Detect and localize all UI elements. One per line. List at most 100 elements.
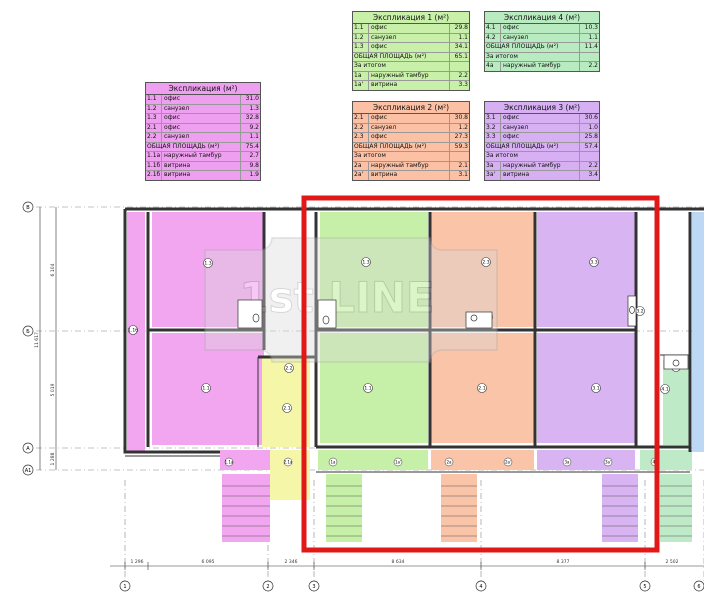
table-cell: 2а (353, 161, 369, 170)
table-cell: 1.1 (240, 133, 260, 142)
svg-text:1.1б: 1.1б (128, 328, 138, 334)
row-axis-markers: В Б А А1 (22, 201, 34, 476)
svg-text:2а: 2а (447, 459, 453, 464)
table-row: За итогом (485, 52, 599, 62)
table-cell: 9.8 (240, 161, 260, 170)
table-cell: 3.1 (485, 114, 501, 123)
dim-left-3: 11 617 (34, 332, 40, 348)
table-row: ОБЩАЯ ПЛОЩАДЬ (м²) 11.4 (485, 43, 599, 53)
svg-text:А: А (26, 446, 30, 452)
room-5-blue (692, 212, 704, 452)
table-cell: 2.2 (579, 161, 599, 170)
table-cell: 1.1 (449, 33, 469, 42)
svg-text:2: 2 (266, 584, 269, 590)
table-row: За итогом (485, 152, 599, 162)
table-cell: 11.4 (579, 43, 599, 52)
watermark-text: 1st LINE (239, 273, 434, 322)
table-cell: 1.1 (146, 95, 162, 104)
walls (123, 207, 704, 454)
table-cell: 57.4 (579, 142, 599, 151)
table-cell: 1.1б (147, 161, 162, 170)
dim-bottom-5: 2 502 (666, 559, 679, 565)
table-cell: санузел (164, 133, 190, 140)
table-cell: витрина (371, 81, 398, 88)
table-cell: 2.2 (353, 123, 369, 132)
svg-text:1.1: 1.1 (364, 386, 371, 392)
room-3-3-purple (537, 212, 635, 327)
table-cell: 2.2 (146, 133, 162, 142)
table-cell: ОБЩАЯ ПЛОЩАДЬ (м²) (486, 142, 559, 150)
table-cell: санузел (371, 33, 397, 41)
table-cell: 4а (485, 62, 501, 71)
table-cell: 2.3 (353, 133, 369, 142)
table-cell: витрина (503, 171, 530, 178)
svg-text:2.1а: 2.1а (284, 459, 293, 464)
dim-bottom-4: 8 377 (557, 559, 570, 565)
table-cell (579, 52, 599, 61)
room-1-1-green (320, 333, 428, 443)
table-cell: 3.4 (579, 171, 599, 180)
table-cell: офис (503, 133, 519, 140)
table-cell: 1.3 (146, 114, 162, 123)
table-cell: 30.8 (449, 114, 469, 123)
table-cell: За итогом (486, 152, 518, 159)
table-cell: 1.0 (579, 123, 599, 132)
table-cell: За итогом (354, 152, 386, 159)
table-cell: 32.8 (240, 114, 260, 123)
table-cell (449, 62, 469, 71)
table-cell: 1.3 (353, 43, 369, 52)
table-cell: 59.3 (449, 142, 469, 151)
svg-text:А1: А1 (25, 468, 32, 474)
table-cell: 31.0 (240, 95, 260, 104)
table-row: ОБЩАЯ ПЛОЩАДЬ (м²)65.1 (353, 52, 469, 62)
table-cell (449, 152, 469, 161)
table-cell: 1.2 (146, 104, 162, 113)
table-cell: 1.9 (240, 171, 260, 180)
table-cell: 3.3 (485, 133, 501, 142)
dim-bottom-2: 2 346 (285, 559, 298, 565)
table-row: За итогом (353, 152, 469, 162)
table-cell: ОБЩАЯ ПЛОЩАДЬ (м²) (147, 142, 220, 150)
svg-text:5: 5 (643, 584, 646, 590)
table-cell: 9.2 (240, 123, 260, 132)
table-cell: санузел (164, 104, 190, 112)
table-cell: За итогом (354, 62, 386, 69)
table-cell: 2.1 (146, 123, 162, 132)
table-cell: ОБЩАЯ ПЛОЩАДЬ (м²) (486, 43, 559, 50)
svg-text:1.3: 1.3 (204, 261, 211, 267)
dim-left-1: 5 019 (50, 383, 56, 396)
table-cell (579, 152, 599, 161)
svg-text:2.1: 2.1 (478, 386, 485, 392)
table-title: Экспликация 4 (м²) (485, 12, 599, 24)
table-cell: санузел (371, 123, 397, 131)
table-cell: 2.2 (449, 71, 469, 80)
table-cell: 3.3 (449, 81, 469, 90)
table-cell: 2а' (353, 171, 369, 180)
table-cell: офис (371, 24, 387, 31)
table-cell: офис (371, 114, 387, 121)
room-fills (127, 212, 704, 542)
svg-text:6: 6 (697, 584, 700, 590)
table-cell: наружный тамбур (503, 62, 561, 69)
table-cell: офис (503, 114, 519, 121)
table-cell: санузел (503, 33, 529, 41)
table-title: Экспликация (м²) (146, 83, 260, 95)
table-cell: 65.1 (449, 52, 469, 61)
svg-text:3а: 3а (565, 459, 571, 464)
